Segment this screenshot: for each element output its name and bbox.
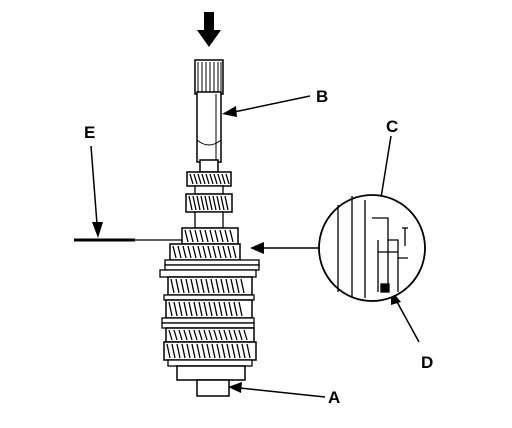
detail-view [318,194,426,302]
second-collar [185,193,233,229]
gear-stack [159,227,260,397]
callout-b: B [316,87,328,106]
callout-d: D [421,353,433,372]
callout-e: E [84,123,95,142]
upper-collar [186,171,232,195]
input-shaft [194,59,224,173]
callout-a: A [328,388,340,407]
down-arrow-icon [197,12,221,47]
callout-c: C [386,117,398,136]
